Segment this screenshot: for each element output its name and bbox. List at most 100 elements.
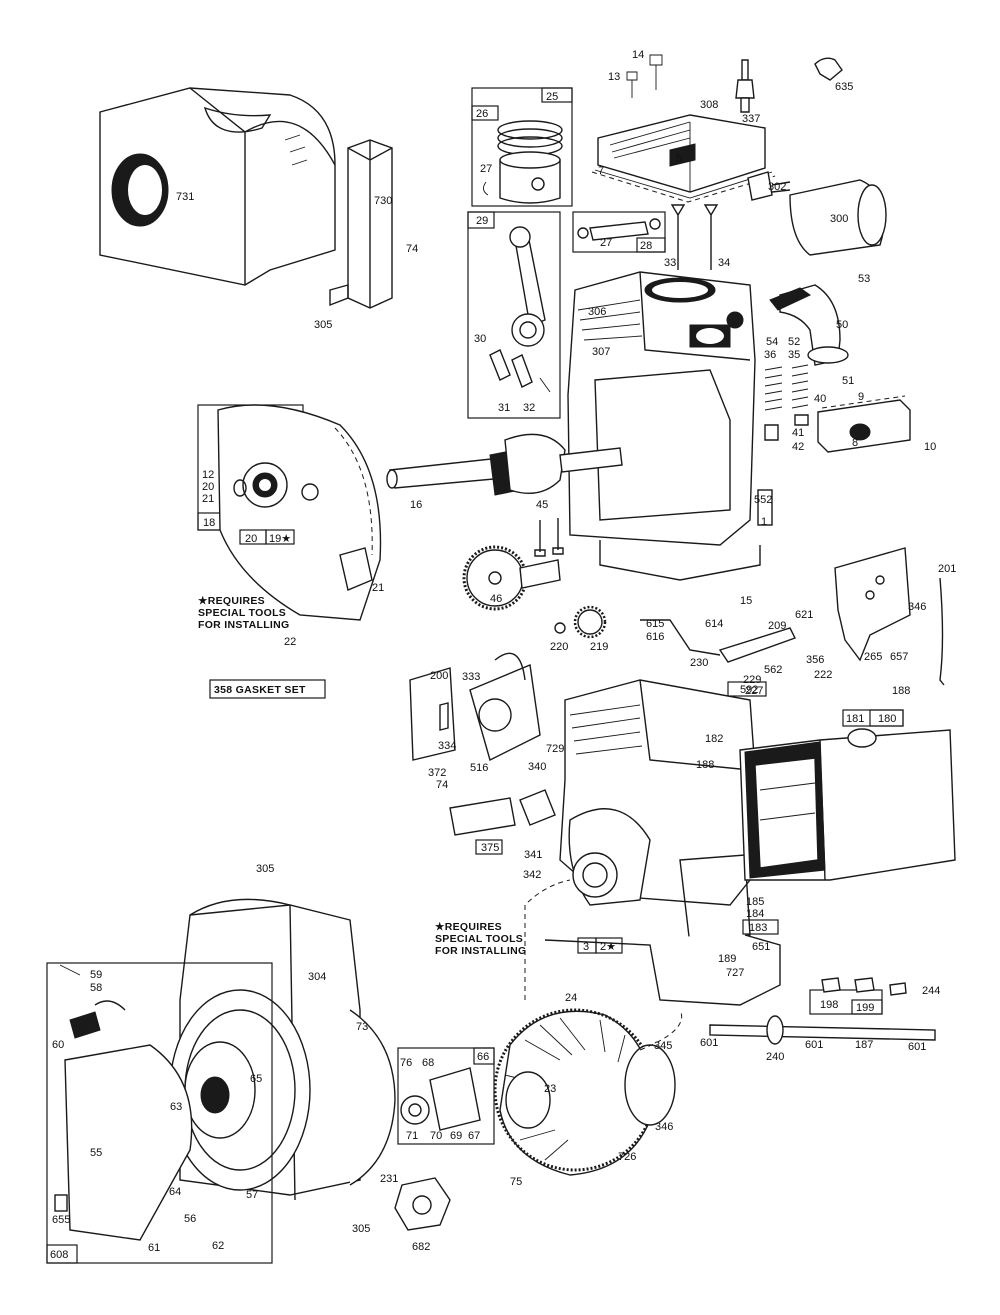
label-726: 726 — [618, 1151, 636, 1163]
label-333: 333 — [462, 671, 480, 683]
label-8: 8 — [852, 437, 858, 449]
label-35: 35 — [788, 349, 800, 361]
label-682: 682 — [412, 1241, 430, 1253]
spark-plug-337 — [735, 59, 755, 113]
label-200: 200 — [430, 670, 448, 682]
label-18: 18 — [203, 517, 215, 529]
stop-switch-375 — [449, 789, 556, 855]
label-30: 30 — [474, 333, 486, 345]
label-592: 592 — [740, 684, 758, 696]
label-614: 614 — [705, 618, 723, 630]
fuel-line-187 — [709, 977, 936, 1045]
label-729: 729 — [546, 743, 564, 755]
breather-8 — [817, 395, 911, 453]
label-302: 302 — [768, 181, 786, 193]
label-21-lower: 21 — [372, 582, 384, 594]
label-308: 308 — [700, 99, 718, 111]
label-73: 73 — [356, 1021, 368, 1033]
connecting-rod-box — [467, 211, 561, 419]
label-651: 651 — [752, 941, 770, 953]
engine-block-lower — [524, 679, 781, 1006]
label-51: 51 — [842, 375, 854, 387]
air-guide-730 — [329, 139, 393, 309]
control-bracket-201 — [834, 547, 945, 686]
label-516: 516 — [470, 762, 488, 774]
note-mid-line-1: ★REQUIRES — [435, 921, 502, 933]
governor-lever-562 — [640, 619, 796, 697]
label-183: 183 — [749, 922, 767, 934]
label-372: 372 — [428, 767, 446, 779]
label-346-top: 346 — [908, 601, 926, 613]
fuel-tank-180 — [739, 709, 956, 935]
starter-clutch-66 — [397, 1047, 495, 1145]
governor-gear-219 — [554, 605, 607, 639]
part-number-labels: 14 13 337 635 25 26 27 308 5 7 302 300 7… — [50, 49, 956, 1261]
label-305-top: 305 — [314, 319, 332, 331]
label-68: 68 — [422, 1057, 434, 1069]
label-181: 181 — [846, 713, 864, 725]
label-32: 32 — [523, 402, 535, 414]
label-27-piston: 27 — [480, 163, 492, 175]
label-727: 727 — [726, 967, 744, 979]
label-188-top: 188 — [892, 685, 910, 697]
note-mid-line-3: FOR INSTALLING — [435, 945, 527, 957]
label-337: 337 — [742, 113, 760, 125]
label-731: 731 — [176, 191, 194, 203]
label-42: 42 — [792, 441, 804, 453]
label-52: 52 — [788, 336, 800, 348]
label-562: 562 — [764, 664, 782, 676]
label-341: 341 — [524, 849, 542, 861]
label-10: 10 — [924, 441, 936, 453]
label-306: 306 — [588, 306, 606, 318]
note-top-line-1: ★REQUIRES — [198, 595, 265, 607]
crankcase-cover-18 — [197, 404, 382, 621]
label-657: 657 — [890, 651, 908, 663]
cylinder-block-1 — [567, 271, 773, 581]
crankshaft-16 — [386, 433, 623, 496]
label-56: 56 — [184, 1213, 196, 1225]
label-187: 187 — [855, 1039, 873, 1051]
label-22: 22 — [284, 636, 296, 648]
valves-33-34 — [670, 204, 719, 270]
label-730: 730 — [374, 195, 392, 207]
label-201: 201 — [938, 563, 956, 575]
air-cleaner-300 — [747, 171, 887, 256]
label-21-cover: 21 — [202, 493, 214, 505]
label-70: 70 — [430, 1130, 442, 1142]
label-61: 61 — [148, 1242, 160, 1254]
label-185: 185 — [746, 896, 764, 908]
label-209: 209 — [768, 620, 786, 632]
label-608: 608 — [50, 1249, 68, 1261]
note-top-line-2: SPECIAL TOOLS — [198, 607, 286, 619]
label-182: 182 — [705, 733, 723, 745]
label-601-mid: 601 — [805, 1039, 823, 1051]
label-240: 240 — [766, 1051, 784, 1063]
label-2: 2★ — [600, 941, 616, 953]
note-mid-line-2: SPECIAL TOOLS — [435, 933, 523, 945]
label-69: 69 — [450, 1130, 462, 1142]
label-23: 23 — [544, 1083, 556, 1095]
label-307: 307 — [592, 346, 610, 358]
label-184: 184 — [746, 908, 764, 920]
piston-ring-box — [471, 87, 573, 207]
label-71: 71 — [406, 1130, 418, 1142]
label-29: 29 — [476, 215, 488, 227]
label-62: 62 — [212, 1240, 224, 1252]
label-552: 552 — [754, 494, 772, 506]
label-40: 40 — [814, 393, 826, 405]
label-199: 199 — [856, 1002, 874, 1014]
label-75: 75 — [510, 1176, 522, 1188]
label-601-right: 601 — [908, 1041, 926, 1053]
label-375: 375 — [481, 842, 499, 854]
label-5: 5 — [676, 153, 682, 165]
wrist-pin-box — [572, 211, 666, 253]
intake-elbow-50 — [769, 284, 849, 366]
label-635: 635 — [835, 81, 853, 93]
label-229: 229 — [743, 674, 761, 686]
label-74-mid: 74 — [436, 779, 448, 791]
label-231: 231 — [380, 1173, 398, 1185]
label-36: 36 — [764, 349, 776, 361]
label-345: 345 — [654, 1040, 672, 1052]
label-24: 24 — [565, 992, 577, 1004]
